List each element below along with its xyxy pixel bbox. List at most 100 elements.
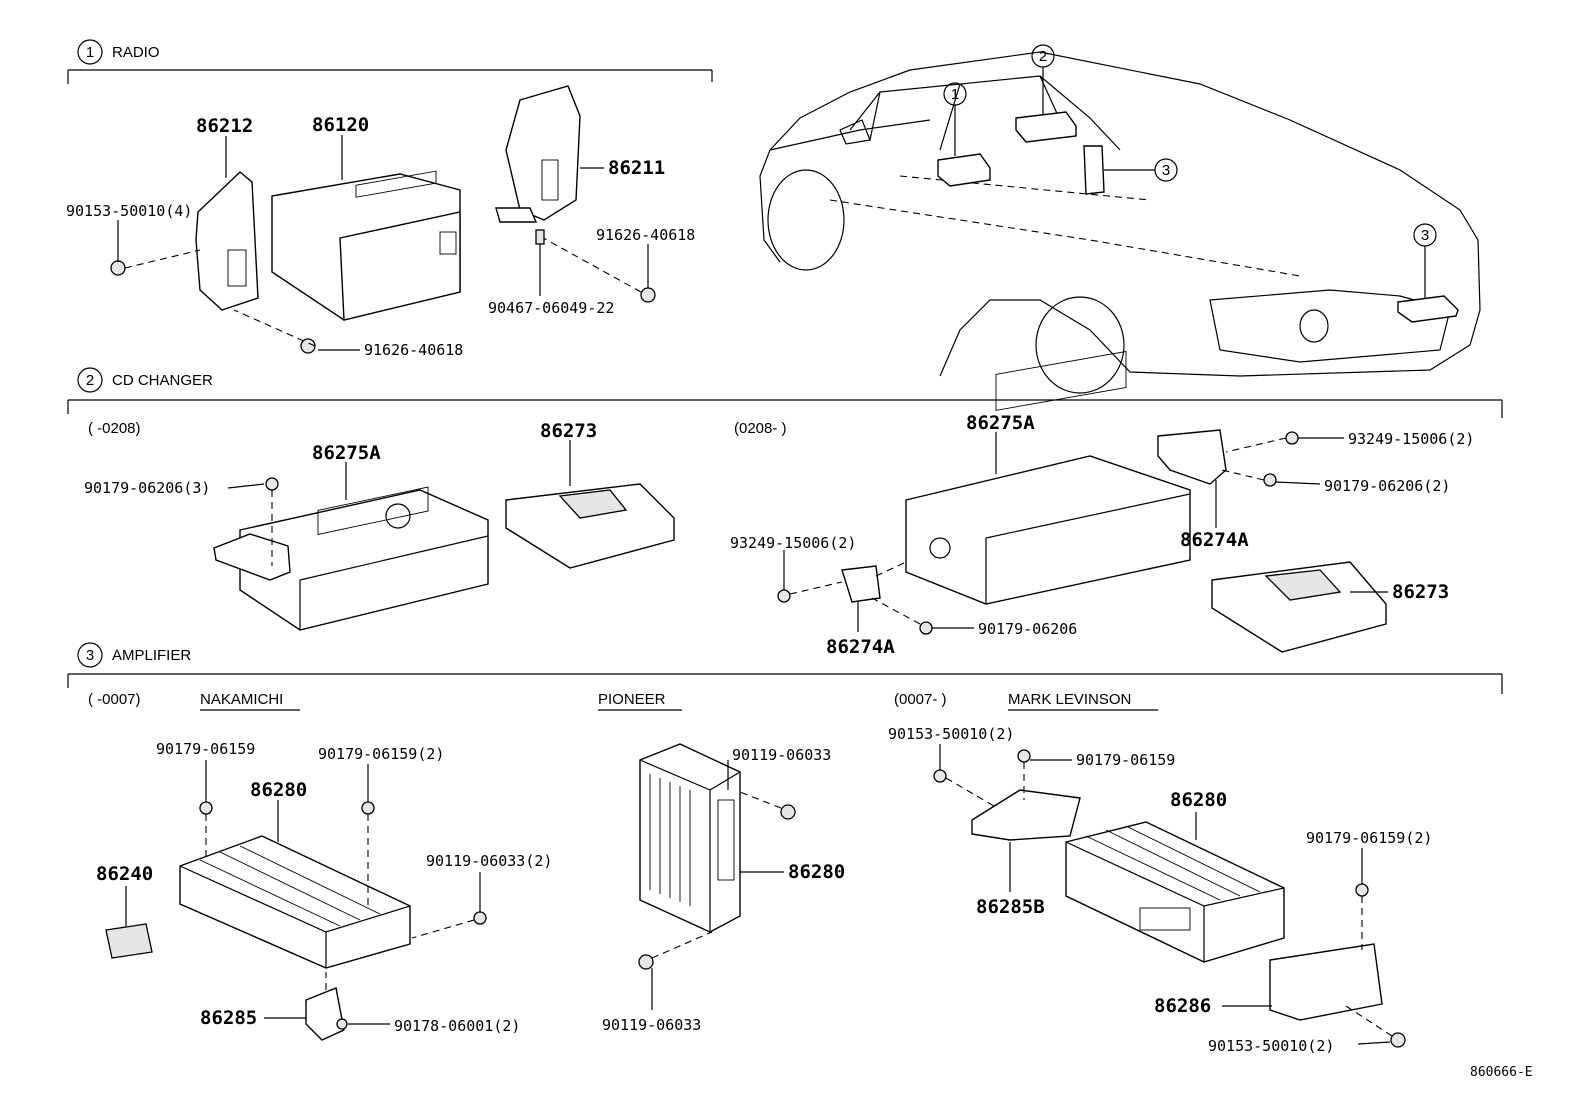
leader-line xyxy=(1357,1041,1391,1045)
part-number: 86212 xyxy=(196,115,253,137)
brand-label: NAKAMICHI xyxy=(200,691,283,708)
part-number: 91626-40618 xyxy=(596,226,695,244)
brand-label: MARK LEVINSON xyxy=(1008,691,1131,708)
part-number: 86211 xyxy=(608,157,665,179)
leader-dash xyxy=(411,919,475,939)
section-number-circle xyxy=(77,642,103,668)
nut-icon xyxy=(1263,473,1277,487)
car-front-wheel xyxy=(767,169,845,271)
leader-dash xyxy=(1221,469,1265,481)
radio-bracket-left xyxy=(195,171,259,311)
radio-knob xyxy=(439,231,457,255)
part-number: 86275A xyxy=(966,412,1035,434)
car-body-outline xyxy=(769,51,1481,377)
car-radio-unit xyxy=(937,153,991,187)
nut-icon xyxy=(1355,883,1369,897)
amp-edge xyxy=(1065,841,1285,962)
leader-dash xyxy=(124,249,201,269)
section-cd-changer: 2 CD CHANGER ( -0208) (0208- ) xyxy=(67,350,1503,658)
diagram-code: 860666-E xyxy=(1470,1065,1533,1080)
part-number: 90179-06206 xyxy=(978,620,1077,638)
callout-number: 1 xyxy=(951,86,959,103)
car-mirror xyxy=(839,119,871,145)
cd-magazine-right xyxy=(1211,561,1387,653)
car-rear-wheel xyxy=(1035,296,1125,394)
nut-icon xyxy=(1017,749,1031,763)
amp-heatsink-fins xyxy=(1085,825,1261,901)
section-number-circle xyxy=(77,367,103,393)
cd-changer-knob xyxy=(385,503,411,529)
part-number: 86285 xyxy=(200,1007,257,1029)
leader-dash xyxy=(233,309,316,347)
car-hidden-line xyxy=(829,175,1301,277)
bolt-icon xyxy=(638,954,654,970)
amp-bracket-86286 xyxy=(1269,943,1383,1021)
section-number-circle xyxy=(77,39,103,65)
nut-icon xyxy=(361,801,375,815)
cd-changer-knob xyxy=(929,537,951,559)
part-number: 90153-50010(4) xyxy=(66,202,192,220)
car-cd-changer-unit xyxy=(1015,111,1077,143)
part-number: 90119-06033 xyxy=(602,1016,701,1034)
section-bracket xyxy=(67,69,713,84)
nut-icon xyxy=(336,1018,348,1030)
bolt-icon xyxy=(640,287,656,303)
cd-changer-left xyxy=(239,489,489,631)
leader-dash xyxy=(651,931,713,959)
model-range: ( -0007) xyxy=(88,691,141,708)
part-number: 90179-06159(2) xyxy=(1306,829,1432,847)
amp-edge xyxy=(639,759,741,932)
part-number: 90179-06206(3) xyxy=(84,479,210,497)
part-number: 86280 xyxy=(1170,789,1227,811)
nut-icon xyxy=(199,801,213,815)
screw-icon xyxy=(1285,431,1299,445)
model-range: (0208- ) xyxy=(734,420,787,437)
amp-nakamichi xyxy=(179,835,411,969)
section-radio: 1 RADIO 86212 86120 86211 xyxy=(66,39,713,359)
part-number: 90179-06159 xyxy=(156,740,255,758)
cd-magazine-left xyxy=(505,483,675,569)
part-number: 86275A xyxy=(312,442,381,464)
callout-number: 3 xyxy=(1162,162,1170,179)
section-bracket xyxy=(67,399,1503,418)
leader-dash xyxy=(1225,437,1287,453)
part-number: 90119-06033(2) xyxy=(426,852,552,870)
radio-bracket-right xyxy=(505,85,581,221)
amp-bracket-86285 xyxy=(305,987,345,1041)
part-number: 86273 xyxy=(540,420,597,442)
car-tail-light xyxy=(1299,309,1329,343)
car-front-outline xyxy=(759,119,931,263)
bracket-slot xyxy=(541,159,559,201)
part-number: 86286 xyxy=(1154,995,1211,1017)
leader-dash xyxy=(739,791,782,809)
part-number: 90153-50010(2) xyxy=(1208,1037,1334,1055)
nut-icon xyxy=(265,477,279,491)
bolt-icon xyxy=(473,911,487,925)
section-number: 2 xyxy=(86,372,94,389)
cd-bracket-bottom xyxy=(841,565,881,603)
bracket-slot xyxy=(227,249,247,287)
cd-slot xyxy=(995,350,1127,411)
radio-display xyxy=(355,170,437,198)
amp-heatsink-fins xyxy=(199,845,381,927)
car-amplifier-trunk-unit xyxy=(1397,295,1459,323)
leader-line xyxy=(227,483,265,489)
part-number: 86285B xyxy=(976,896,1045,918)
part-number: 93249-15006(2) xyxy=(1348,430,1474,448)
cd-magazine-slot xyxy=(1264,569,1342,601)
section-title: RADIO xyxy=(112,44,160,61)
amp-connector-86240 xyxy=(105,923,153,959)
part-number: 90153-50010(2) xyxy=(888,725,1014,743)
cd-magazine-slot xyxy=(558,489,628,519)
leader-line xyxy=(1275,481,1321,485)
car-trunk xyxy=(1209,289,1451,363)
part-number: 90178-06001(2) xyxy=(394,1017,520,1035)
leader-dash xyxy=(535,233,642,293)
screw-icon xyxy=(1390,1032,1406,1048)
pin-icon xyxy=(535,229,545,245)
bolt-icon xyxy=(780,804,796,820)
car-amplifier-unit xyxy=(1083,145,1105,195)
part-number: 86240 xyxy=(96,863,153,885)
brand-label: PIONEER xyxy=(598,691,666,708)
